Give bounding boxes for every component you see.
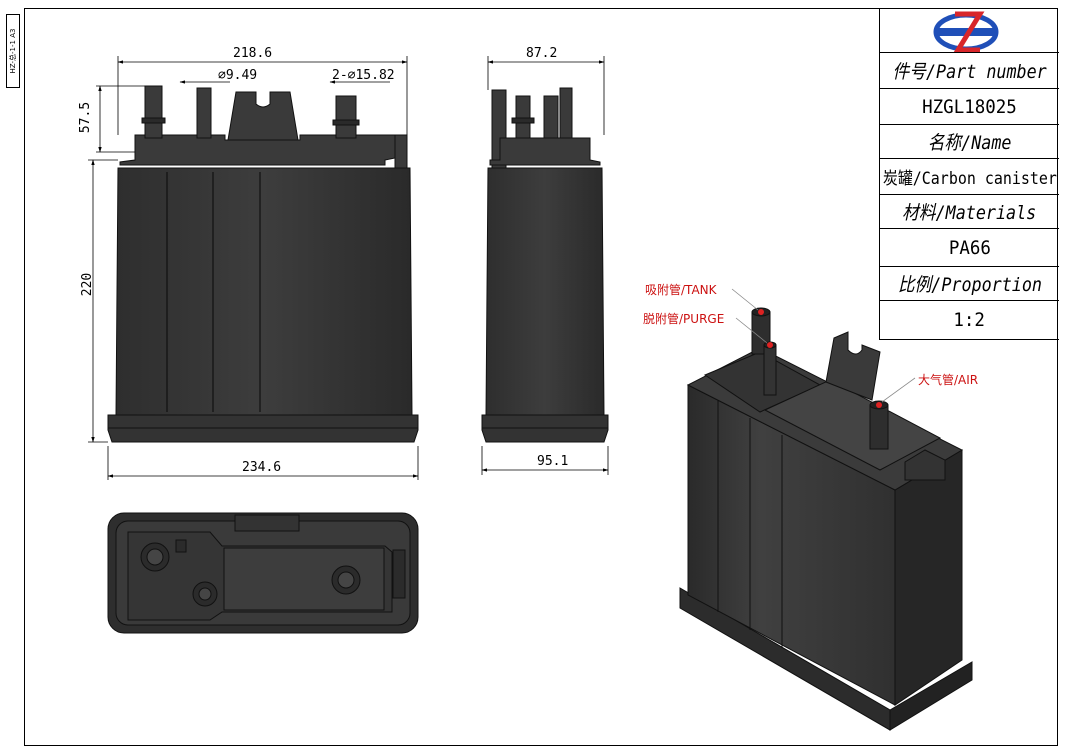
dim-body-height: 220	[80, 272, 96, 297]
dim-large-port-dia: 2-∅15.82	[332, 68, 395, 83]
drawing-border	[24, 8, 1058, 746]
purge-port-marker	[767, 342, 773, 348]
title-block: 件号/Part number HZGL18025 名称/Name 炭罐/Carb…	[879, 8, 1059, 340]
proportion-value: 1:2	[953, 309, 986, 331]
proportion-label: 比例/Proportion	[897, 274, 1042, 296]
callout-tank: 吸附管/TANK	[645, 283, 717, 297]
dim-side-top-width: 87.2	[526, 46, 558, 61]
air-port-marker	[876, 402, 882, 408]
part-number-value: HZGL18025	[922, 95, 1017, 118]
name-label-row: 名称/Name	[880, 124, 1059, 158]
side-view	[481, 87, 609, 443]
callout-air: 大气管/AIR	[918, 373, 979, 387]
part-number-label: 件号/Part number	[892, 61, 1047, 83]
name-value: 炭罐/Carbon canister	[882, 169, 1057, 189]
proportion-row: 1:2	[880, 300, 1059, 340]
part-number-row: HZGL18025	[880, 88, 1059, 124]
dim-side-base-width: 95.1	[537, 454, 569, 469]
part-number-label-row: 件号/Part number	[880, 52, 1059, 88]
tank-port-marker	[758, 309, 764, 315]
callout-purge: 脱附管/PURGE	[643, 312, 725, 326]
dim-port-height: 57.5	[78, 101, 94, 134]
materials-label-row: 材料/Materials	[880, 194, 1059, 228]
front-dimensions	[88, 56, 419, 480]
dim-top-width: 218.6	[233, 46, 273, 61]
front-view	[107, 85, 419, 443]
name-label: 名称/Name	[927, 132, 1012, 154]
company-logo	[933, 11, 999, 53]
dim-base-width: 234.6	[242, 460, 282, 475]
materials-label: 材料/Materials	[902, 202, 1037, 224]
name-row: 炭罐/Carbon canister	[880, 158, 1059, 194]
isometric-view	[679, 288, 973, 731]
sheet-tag: HZ-总-1-1 A3	[6, 14, 20, 88]
top-view	[107, 512, 419, 634]
materials-row: PA66	[880, 228, 1059, 266]
side-dimensions	[481, 56, 609, 475]
dim-small-port-dia: ∅9.49	[218, 68, 258, 83]
materials-value: PA66	[948, 236, 991, 259]
proportion-label-row: 比例/Proportion	[880, 266, 1059, 300]
